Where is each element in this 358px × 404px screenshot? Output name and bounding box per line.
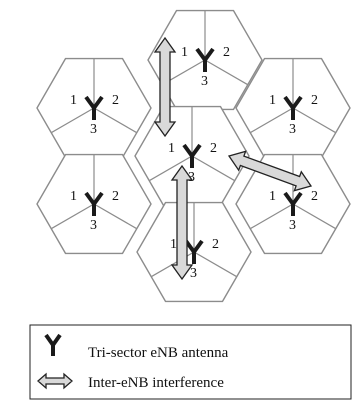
sector-label: 1 [168, 141, 175, 156]
sector-divider [93, 107, 138, 134]
antenna-icon [283, 191, 303, 216]
antenna-icon [195, 47, 215, 72]
sector-divider [148, 155, 193, 182]
sector-divider [50, 107, 95, 134]
sector-divider [93, 203, 138, 230]
sector-divider [249, 203, 294, 230]
sector-label: 3 [289, 218, 296, 233]
interference-arrow-center-bottom [170, 164, 194, 281]
legend-antenna-icon [44, 333, 62, 356]
sector-divider [50, 203, 95, 230]
sector-label: 1 [70, 93, 77, 108]
sector-divider [193, 251, 238, 278]
sector-label: 2 [210, 141, 217, 156]
cell-lower-left: 1 23 [36, 153, 152, 255]
sector-label: 3 [190, 266, 197, 281]
sector-label: 3 [90, 218, 97, 233]
sector-divider [292, 107, 337, 134]
sector-label: 2 [112, 189, 119, 204]
cell-top: 1 23 [147, 9, 263, 111]
interference-arrows-layer [153, 36, 313, 281]
sector-label: 2 [311, 93, 318, 108]
sector-label: 3 [201, 74, 208, 89]
legend: Tri-sector eNB antenna Inter-eNB interfe… [29, 324, 352, 400]
sector-label: 1 [269, 189, 276, 204]
sector-divider [249, 107, 294, 134]
sector-label: 3 [289, 122, 296, 137]
sector-label: 3 [188, 170, 195, 185]
sector-label: 2 [212, 237, 219, 252]
legend-double-arrow-icon [37, 372, 73, 390]
legend-antenna-label: Tri-sector eNB antenna [88, 345, 229, 361]
antenna-icon [283, 95, 303, 120]
sector-label: 2 [311, 189, 318, 204]
sector-divider [191, 155, 236, 182]
sector-label: 2 [112, 93, 119, 108]
sector-divider [204, 59, 249, 86]
interference-arrow-center-lowerright [227, 150, 313, 192]
sector-divider [292, 203, 337, 230]
sector-label: 1 [170, 237, 177, 252]
interference-arrow-top-center [153, 36, 177, 138]
sector-label: 1 [181, 45, 188, 60]
cell-upper-left: 1 23 [36, 57, 152, 159]
antenna-icon [84, 191, 104, 216]
sector-label: 1 [70, 189, 77, 204]
antenna-icon [84, 95, 104, 120]
legend-interference-label: Inter-eNB interference [88, 375, 224, 391]
sector-label: 3 [90, 122, 97, 137]
antenna-icon [182, 143, 202, 168]
sector-label: 2 [223, 45, 230, 60]
sector-label: 1 [269, 93, 276, 108]
legend-box [29, 324, 352, 400]
cell-bottom: 1 23 [136, 201, 252, 303]
